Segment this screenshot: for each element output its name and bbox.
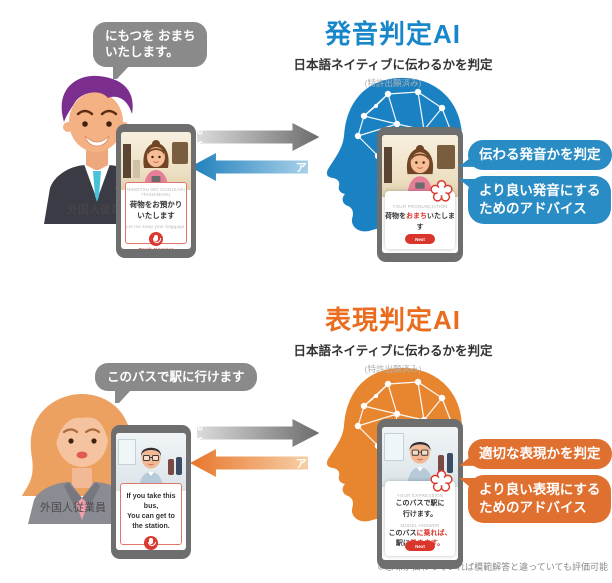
sakura-flower-icon: [430, 180, 453, 202]
pronunciation-result-card: YOUR PRONUNCIATION 荷物をおまちいたします Next: [385, 180, 456, 249]
result-bubble-pronunciation-1: 伝わる発音かを判定: [459, 140, 612, 170]
office-scene: [116, 433, 186, 491]
worker-label-expression: 外国人従業員: [40, 502, 106, 514]
user-expression-text: 行けます。: [402, 510, 438, 518]
arrow-label: 発話: [190, 418, 204, 451]
result-bubble-text: より良い表現にする: [479, 482, 601, 497]
expression-result-card: YOUR EXPRESSION このバスで駅に 行けます。 MODEL ANSW…: [385, 470, 455, 556]
hotel-scene: [382, 135, 458, 197]
scene-shape: [384, 433, 404, 461]
mic-button-icon: [149, 231, 163, 246]
phone-screen: YOUR EXPRESSION このバスで駅に 行けます。 MODEL ANSW…: [382, 427, 458, 560]
input-phone-expression: If you take this bus, You can get to the…: [111, 425, 191, 559]
section-subtitle: 日本語ネイティブに伝わるかを判定: [293, 344, 493, 358]
sakura-flower-icon: [430, 470, 453, 492]
feedback-arrow-expression: 判定・アドバイス: [190, 449, 308, 477]
prompt-line: the station.: [132, 523, 170, 531]
recognized-text: 荷物を: [385, 213, 406, 221]
phone-screen: YOUR PRONUNCIATION 荷物をおまちいたします Next: [382, 135, 458, 253]
result-bubble-pronunciation-2: より良い発音にする ためのアドバイス: [459, 176, 612, 224]
model-answer-highlight: に乗れば、: [416, 530, 452, 538]
title-block-pronunciation: 発音判定AI 日本語ネイティブに伝わるかを判定 (特許出願済み): [283, 14, 503, 89]
expression-prompt-card: If you take this bus, You can get to the…: [120, 483, 182, 550]
result-caption: YOUR PRONUNCIATION: [392, 204, 448, 209]
speech-line: にもつを おまち: [105, 29, 196, 43]
result-phone-pronunciation: YOUR PRONUNCIATION 荷物をおまちいたします Next: [377, 127, 463, 262]
scene-shape: [118, 439, 136, 465]
result-bubble-text: ためのアドバイス: [479, 499, 587, 515]
next-button: Next: [405, 541, 435, 551]
female-worker-illustration: [22, 394, 140, 524]
mispronounced-segment: おまち: [406, 213, 427, 221]
footnote: ※意味が伝わっていれば模範解答と違っていても評価可能: [377, 562, 608, 572]
mic-button-icon: [144, 535, 158, 550]
romaji-caption: NIMOTSU WO OAZUKARI ITASHIMASU: [127, 187, 185, 198]
model-answer-caption: MODEL ANSWER: [400, 522, 440, 528]
scene-shape: [447, 453, 453, 473]
section-subtitle: 日本語ネイティブに伝わるかを判定: [293, 58, 493, 72]
scene-shape: [123, 144, 131, 178]
speech-bubble-expression: このバスで駅に行けます: [95, 363, 257, 404]
mic-label: Speak Japanese: [126, 247, 186, 249]
next-button: Next: [405, 234, 435, 244]
prompt-line: 荷物をお預かり: [129, 199, 183, 209]
input-phone-pronunciation: NIMOTSU WO OAZUKARI ITASHIMASU 荷物をお預かり い…: [116, 124, 196, 258]
prompt-line: You can get to: [127, 513, 175, 521]
model-answer-text: このバス: [388, 530, 417, 538]
scene-shape: [168, 459, 174, 475]
result-bubble-text: より良い発音にする: [479, 183, 601, 198]
speech-line: いたします。: [105, 45, 179, 60]
result-phone-expression: YOUR EXPRESSION このバスで駅に 行けます。 MODEL ANSW…: [377, 419, 463, 569]
prompt-line: いたします: [137, 210, 175, 220]
scene-shape: [133, 160, 140, 178]
scene-shape: [438, 455, 444, 473]
patent-note: (特許出願済み): [364, 364, 422, 374]
speech-line: このバスで駅に行けます: [107, 370, 245, 384]
translation-caption: Let me keep your baggage.: [126, 223, 186, 229]
speech-bubble-pronunciation: にもつを おまち いたします。: [93, 22, 208, 78]
scene-shape: [437, 145, 455, 169]
pronunciation-prompt-card: NIMOTSU WO OAZUKARI ITASHIMASU 荷物をお預かり い…: [125, 182, 187, 249]
model-answer-text: 駅に: [395, 540, 410, 548]
scene-shape: [384, 147, 392, 183]
scene-shape: [172, 142, 188, 164]
recognized-text: いたします: [416, 213, 456, 231]
phone-screen: NIMOTSU WO OAZUKARI ITASHIMASU 荷物をお預かり い…: [121, 132, 191, 249]
section-title: 表現判定AI: [324, 305, 461, 335]
feedback-arrow-pronunciation: 判定・アドバイス: [190, 153, 308, 181]
user-expression-text: このバスで駅に: [395, 500, 445, 508]
title-block-expression: 表現判定AI 日本語ネイティブに伝わるかを判定 (特許出願済み): [283, 300, 503, 375]
section-title: 発音判定AI: [324, 19, 461, 49]
patent-note: (特許出願済み): [364, 78, 422, 88]
result-bubble-expression-2: より良い表現にする ためのアドバイス: [459, 475, 612, 523]
result-bubble-text: 適切な表現かを判定: [479, 446, 601, 461]
phone-screen: If you take this bus, You can get to the…: [116, 433, 186, 550]
result-bubble-text: 伝わる発音かを判定: [479, 147, 601, 162]
result-caption: YOUR EXPRESSION: [396, 493, 444, 498]
prompt-line: If you take this bus,: [126, 493, 176, 511]
result-bubble-expression-1: 適切な表現かを判定: [459, 439, 612, 469]
scene-shape: [176, 457, 182, 475]
result-bubble-text: ためのアドバイス: [479, 200, 587, 216]
